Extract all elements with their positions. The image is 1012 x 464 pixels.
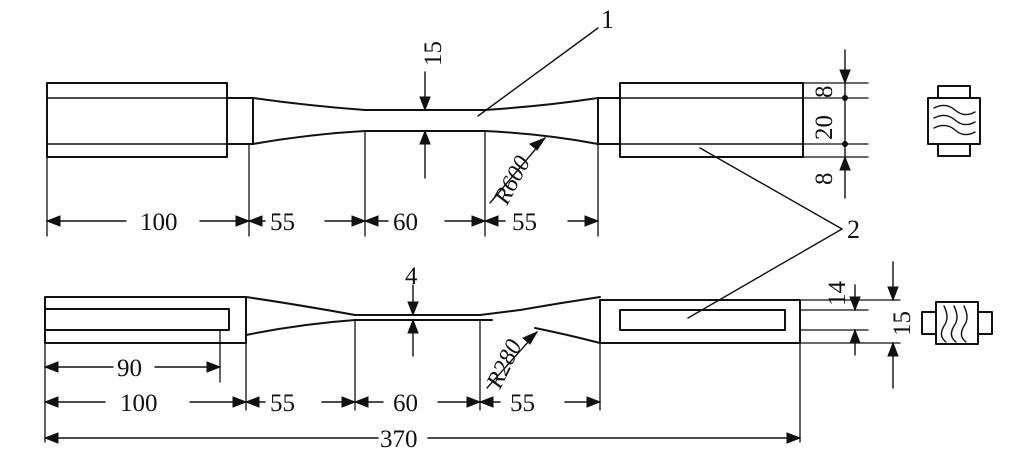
dim-b-transition-left: 55	[270, 390, 295, 417]
dim-a-neck-width: 15	[420, 41, 447, 66]
dim-b-neck-thickness: 4	[405, 263, 418, 290]
specimen-b-dimension-line	[43, 396, 602, 408]
callout-part-1: 1	[601, 5, 614, 34]
specimen-b-slot-dimension	[43, 361, 222, 373]
dim-b-transition-right: 55	[510, 390, 535, 417]
dim-b-gauge-length: 60	[393, 390, 418, 417]
callout-2-leaders	[687, 147, 843, 319]
dim-b-inner-thickness: 14	[824, 281, 851, 307]
specimen-b-body	[44, 296, 801, 344]
dim-b-total-length: 370	[380, 426, 418, 453]
specimen-b-neck-dimension	[407, 284, 419, 357]
dim-a-transition-right: 55	[512, 209, 537, 236]
dim-a-gauge-length: 60	[393, 209, 418, 236]
specimen-b-extension-lines	[44, 319, 801, 443]
callout-part-2: 2	[847, 215, 860, 244]
specimen-a-dimension-line	[45, 215, 600, 227]
dim-a-grip-bottom: 8	[811, 173, 838, 186]
dim-a-grip-top: 8	[811, 86, 838, 99]
dim-a-radius: R600	[489, 152, 536, 210]
dim-b-grip-length: 100	[120, 390, 158, 417]
dim-b-outer-thickness: 15	[889, 311, 916, 336]
specimen-a-end-view-icon	[927, 85, 981, 157]
callout-1-leader	[477, 27, 599, 117]
dim-a-transition-left: 55	[270, 209, 295, 236]
dim-a-grip-length: 100	[140, 209, 178, 236]
dim-b-radius: R280	[482, 336, 528, 394]
dim-b-slot-length: 90	[117, 355, 142, 382]
specimen-b-total-dimension	[43, 432, 802, 444]
specimen-b-radius-leader	[486, 330, 539, 389]
specimen-a-radius-leader	[489, 136, 547, 204]
specimen-b-end-view-icon	[921, 301, 993, 345]
specimen-b-thickness-dims	[799, 261, 901, 389]
specimen-a-grip-thickness	[802, 49, 869, 199]
specimen-a-neck-dimension	[419, 71, 431, 179]
dim-a-grip-middle: 20	[811, 115, 838, 140]
